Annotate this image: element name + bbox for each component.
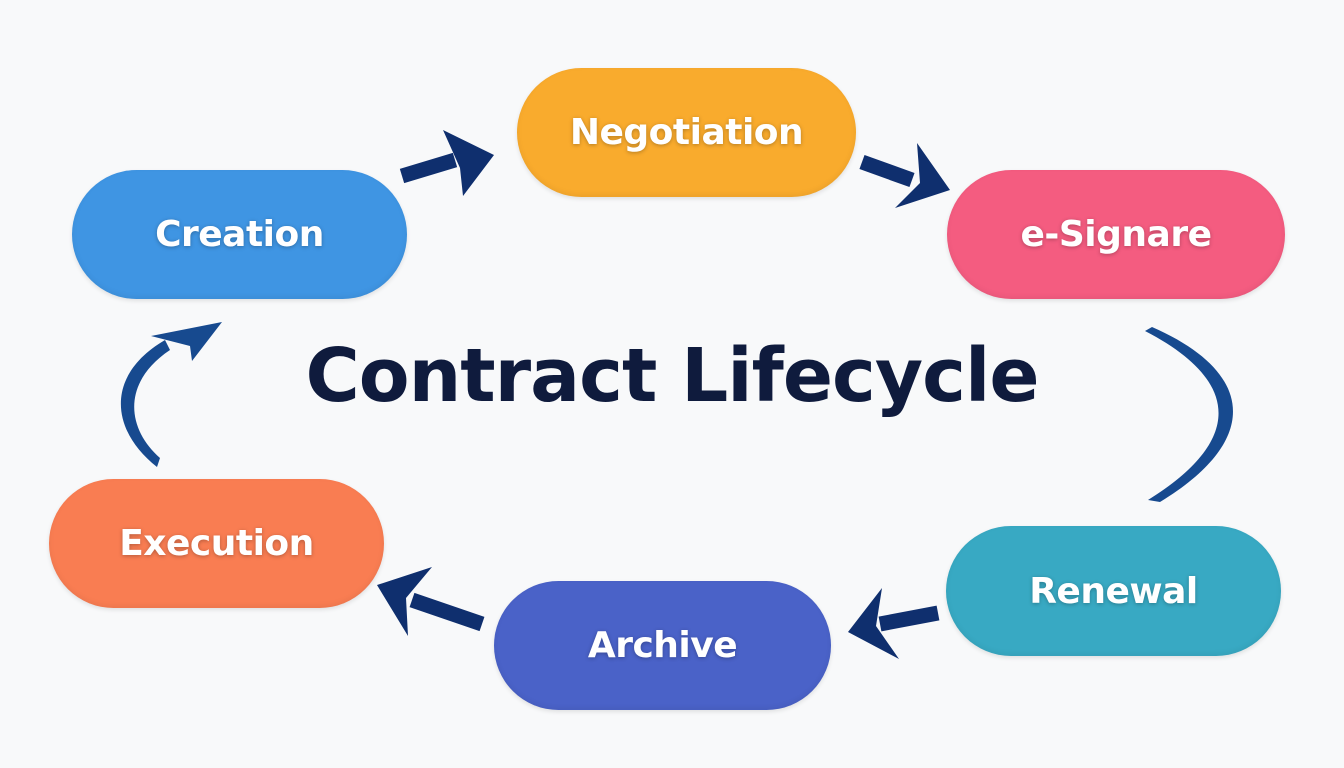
arrow-renewal-to-archive-icon [848,588,940,659]
arrow-creation-to-negotiation-icon [399,130,494,196]
diagram-title: Contract Lifecycle [305,333,1039,419]
stage-negotiation[interactable]: Negotiation [517,68,856,197]
stage-label: Execution [119,523,314,564]
stage-label: e-Signare [1020,214,1213,255]
stage-e-signare[interactable]: e-Signare [947,170,1285,299]
stage-label: Negotiation [569,112,804,153]
stage-creation[interactable]: Creation [72,170,407,299]
stage-renewal[interactable]: Renewal [946,526,1281,656]
arrow-negotiation-to-esignare-icon [859,143,950,208]
arrow-archive-to-execution-icon [377,567,485,636]
stage-label: Renewal [1029,570,1198,612]
stage-label: Archive [587,625,738,666]
stage-archive[interactable]: Archive [494,581,831,710]
stage-label: Creation [155,214,324,255]
stage-execution[interactable]: Execution [49,479,384,608]
